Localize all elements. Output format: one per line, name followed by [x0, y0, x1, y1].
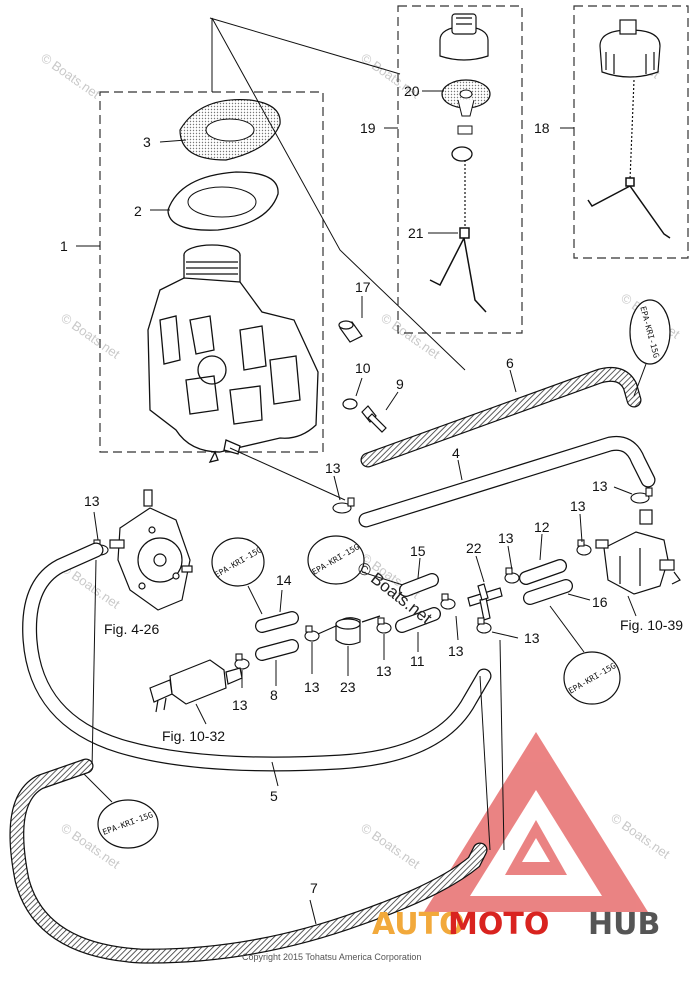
cap-assembly-18-box: [573, 5, 689, 259]
spacer-part: [338, 320, 363, 343]
connector-part: [149, 659, 243, 713]
hose-tag-label: EPA-KRI-15G: [83, 773, 159, 849]
site-watermark: © Boats.net: [58, 310, 123, 362]
callout-22: 22: [466, 540, 482, 556]
hose-11-part: [395, 607, 441, 633]
figure-reference: Fig. 10-32: [162, 728, 225, 744]
copyright-text: Copyright 2015 Tohatsu America Corporati…: [242, 952, 421, 962]
site-watermark: © Boats.net: [608, 810, 673, 862]
hose-8-part: [255, 639, 299, 661]
callout-20: 20: [404, 83, 420, 99]
callout-5: 5: [270, 788, 278, 804]
callout-6: 6: [506, 355, 514, 371]
callout-13: 13: [592, 478, 608, 494]
hose-clip-part: [576, 539, 592, 556]
hose-clip-part: [440, 593, 456, 610]
brand-part-hub: HUB: [588, 907, 660, 942]
callout-13: 13: [448, 643, 464, 659]
retainer-strap-part: [429, 227, 487, 313]
fuel-cap-part: [439, 13, 489, 61]
foam-pad-part: [179, 98, 281, 161]
callout-18: 18: [534, 120, 550, 136]
callout-9: 9: [396, 376, 404, 392]
callout-13: 13: [524, 630, 540, 646]
callout-17: 17: [355, 279, 371, 295]
t-joint-part: [467, 583, 503, 621]
site-watermark: © Boats.net: [358, 820, 423, 872]
hose-clip-part: [234, 653, 250, 670]
gasket-part: [167, 171, 279, 231]
callout-19: 19: [360, 120, 376, 136]
callout-1: 1: [60, 238, 68, 254]
cap-assembly-19-box: [397, 5, 523, 334]
hose-15-part: [399, 573, 439, 597]
callout-21: 21: [408, 225, 424, 241]
brand-logo: [424, 732, 648, 912]
bolt-part: [361, 405, 387, 433]
hose-clip-part: [630, 487, 653, 504]
callout-15: 15: [410, 543, 426, 559]
hose-clip-part: [476, 617, 492, 634]
callout-8: 8: [270, 687, 278, 703]
clip-part: [457, 125, 473, 135]
hose-tag-label: EPA-KRI-15G: [211, 537, 265, 615]
hose-16-part: [523, 579, 573, 605]
hose-tag-label: EPA-KRI-15G: [629, 299, 671, 397]
brand-part-moto: MOTO: [448, 907, 549, 942]
hose-clip-part: [304, 625, 320, 642]
fuel-tank-part: [147, 244, 319, 463]
inline-filter-part: [317, 615, 381, 646]
site-watermark: © Boats.net: [38, 50, 103, 102]
hose-clip-part: [504, 567, 520, 584]
callout-13: 13: [325, 460, 341, 476]
callout-13: 13: [498, 530, 514, 546]
callout-13: 13: [376, 663, 392, 679]
callout-12: 12: [534, 519, 550, 535]
callout-11: 11: [410, 653, 425, 669]
washer-part: [342, 398, 358, 410]
callout-16: 16: [592, 594, 608, 610]
figure-reference: Fig. 4-26: [104, 621, 159, 637]
fuel-filter-part: [595, 509, 681, 595]
hose-tag-label: EPA-KRI-15G: [549, 605, 621, 705]
hose-clip-part: [332, 497, 355, 514]
fuel-cap-alt-part: [599, 19, 661, 78]
callout-13: 13: [304, 679, 320, 695]
callout-13: 13: [84, 493, 100, 509]
figure-reference: Fig. 10-39: [620, 617, 683, 633]
cap-seal-part: [441, 79, 491, 117]
hose-tag-label: EPA-KRI-15G: [307, 535, 407, 587]
brand-wordmark: AUTO MOTO HUB: [372, 907, 660, 942]
callout-4: 4: [452, 445, 460, 461]
callout-13: 13: [232, 697, 248, 713]
callout-10: 10: [355, 360, 371, 376]
retainer-strap-alt-part: [587, 177, 671, 239]
callout-23: 23: [340, 679, 356, 695]
callout-3: 3: [143, 134, 151, 150]
callout-7: 7: [310, 880, 318, 896]
callout-2: 2: [134, 203, 142, 219]
brand-part-auto: AUTO: [372, 907, 465, 942]
hose-14-part: [255, 611, 299, 633]
hose-clip-part: [376, 617, 392, 634]
callout-13: 13: [570, 498, 586, 514]
hose-12-part: [519, 559, 567, 585]
ring-part: [451, 146, 473, 162]
fuel-pump-part: [109, 489, 193, 611]
callout-14: 14: [276, 572, 292, 588]
